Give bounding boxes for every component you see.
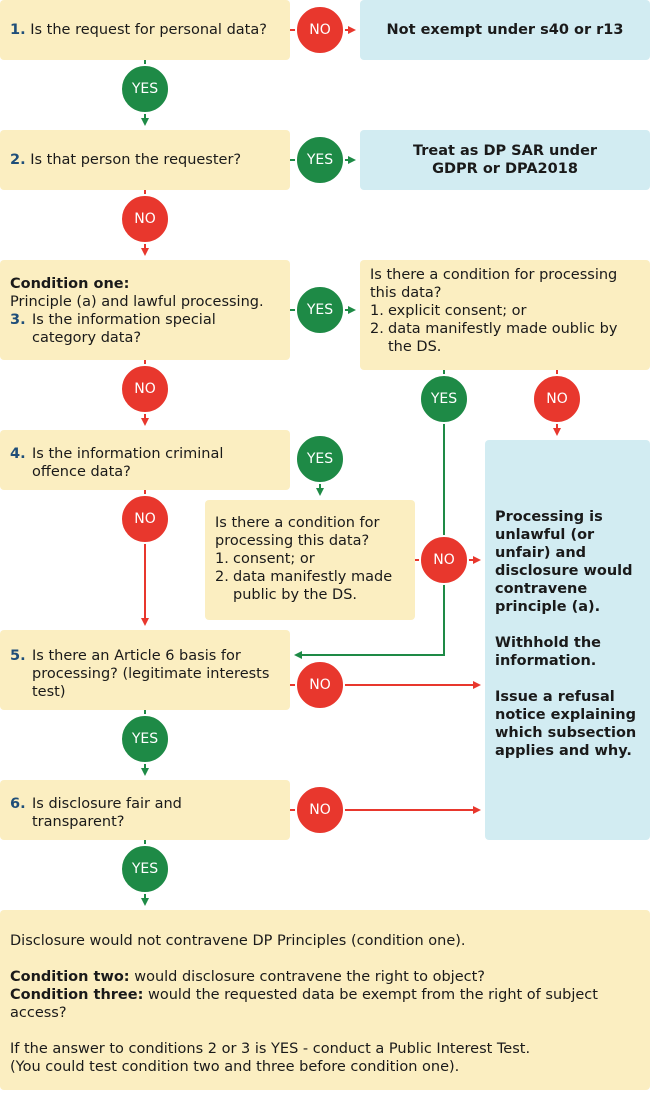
- no-badge: NO: [120, 194, 170, 244]
- question-6-text: Is disclosure fair and transparent?: [32, 796, 182, 830]
- question-6-number: 6.: [10, 796, 26, 812]
- criminal-offence-condition-intro: Is there a condition for processing this…: [215, 515, 380, 549]
- final-condition-one-text: Disclosure would not contravene DP Princ…: [10, 933, 466, 949]
- result-not-exempt: Not exempt under s40 or r13: [360, 0, 650, 60]
- question-4-box: 4. Is the information criminal offence d…: [0, 430, 290, 490]
- question-4-text: Is the information criminal offence data…: [32, 446, 224, 480]
- yes-badge: YES: [120, 714, 170, 764]
- question-2-number: 2.: [10, 152, 26, 168]
- refusal-unlawful-text: Processing is unlawful (or unfair) and d…: [495, 509, 633, 615]
- question-5-box: 5. Is there an Article 6 basis for proce…: [0, 630, 290, 710]
- question-5-number: 5.: [10, 648, 26, 664]
- yes-badge: YES: [120, 64, 170, 114]
- yes-badge: YES: [295, 434, 345, 484]
- special-category-condition-list: 1.explicit consent; or 2.data manifestly…: [370, 302, 640, 356]
- result-dp-sar: Treat as DP SAR under GDPR or DPA2018: [360, 130, 650, 190]
- yes-badge: YES: [295, 135, 345, 185]
- question-4-number: 4.: [10, 446, 26, 462]
- result-dp-sar-line-2: GDPR or DPA2018: [432, 161, 578, 177]
- criminal-offence-condition-box: Is there a condition for processing this…: [205, 500, 415, 620]
- criminal-offence-condition-item: 2.data manifestly made public by the DS.: [215, 569, 393, 603]
- final-condition-two: Condition two: would disclosure contrave…: [10, 969, 485, 985]
- condition-one-subheading: Principle (a) and lawful processing.: [10, 294, 264, 310]
- refusal-box: Processing is unlawful (or unfair) and d…: [485, 440, 650, 840]
- question-1-text: Is the request for personal data?: [30, 22, 267, 38]
- special-category-condition-intro: Is there a condition for processing this…: [370, 267, 618, 301]
- question-2-text: Is that person the requester?: [30, 152, 242, 168]
- question-3-text: Is the information special category data…: [32, 312, 216, 346]
- question-6-box: 6. Is disclosure fair and transparent?: [0, 780, 290, 840]
- final-outcome-box: Disclosure would not contravene DP Princ…: [0, 910, 650, 1090]
- question-1-box: 1. Is the request for personal data?: [0, 0, 290, 60]
- no-badge: NO: [295, 660, 345, 710]
- no-badge: NO: [419, 535, 469, 585]
- no-badge: NO: [295, 785, 345, 835]
- yes-badge: YES: [419, 374, 469, 424]
- refusal-notice-text: Issue a refusal notice explaining which …: [495, 689, 637, 759]
- question-3-box: Condition one: Principle (a) and lawful …: [0, 260, 290, 360]
- no-badge: NO: [295, 5, 345, 55]
- special-category-condition-box: Is there a condition for processing this…: [360, 260, 650, 370]
- final-condition-three: Condition three: would the requested dat…: [10, 987, 598, 1021]
- result-dp-sar-line-1: Treat as DP SAR under: [412, 143, 598, 159]
- question-2-box: 2. Is that person the requester?: [0, 130, 290, 190]
- question-3-number: 3.: [10, 312, 26, 328]
- special-category-condition-item: 1.explicit consent; or: [370, 303, 527, 319]
- final-public-interest-text: If the answer to conditions 2 or 3 is YE…: [10, 1041, 531, 1057]
- criminal-offence-condition-item: 1.consent; or: [215, 551, 315, 567]
- question-5-text: Is there an Article 6 basis for processi…: [32, 648, 270, 700]
- no-badge: NO: [120, 494, 170, 544]
- criminal-offence-condition-list: 1.consent; or 2.data manifestly made pub…: [215, 550, 405, 604]
- refusal-withhold-text: Withhold the information.: [495, 635, 601, 669]
- yes-badge: YES: [295, 285, 345, 335]
- final-order-note: (You could test condition two and three …: [10, 1059, 460, 1075]
- condition-one-heading: Condition one:: [10, 276, 130, 292]
- yes-badge: YES: [120, 844, 170, 894]
- special-category-condition-item: 2.data manifestly made oublic by the DS.: [370, 321, 618, 355]
- no-badge: NO: [120, 364, 170, 414]
- question-1-number: 1.: [10, 22, 26, 38]
- no-badge: NO: [532, 374, 582, 424]
